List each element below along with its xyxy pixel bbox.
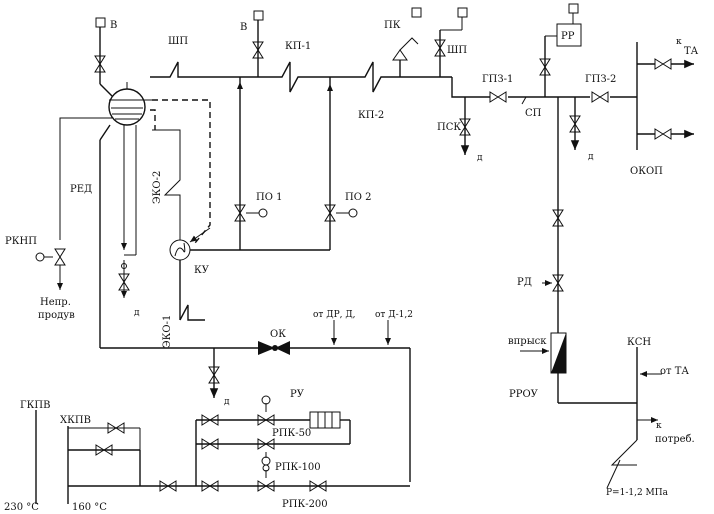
label-gkpv: ГКПВ (20, 400, 50, 411)
label-ku: КУ (194, 265, 210, 276)
label-khkpv: ХКПВ (60, 415, 91, 426)
label-kp1: КП-1 (285, 41, 311, 52)
label-psk: ПСК (437, 122, 461, 133)
po1-line (234, 77, 268, 250)
label-po1: ПО 1 (256, 192, 282, 203)
label-kp2: КП-2 (358, 110, 384, 121)
label-eko1: ЭКО-1 (162, 315, 173, 348)
label-d-psk: д (477, 153, 483, 163)
label-ru: РУ (290, 389, 305, 400)
label-rr: РР (561, 31, 575, 42)
label-ta-top: ТА (684, 46, 699, 57)
gpz2-drain (569, 97, 581, 150)
rrou-supply-line (542, 97, 564, 333)
label-ot-d12: от Д-1,2 (375, 310, 413, 320)
safety-valve-pk (392, 7, 422, 77)
label-rrou: РРОУ (509, 389, 539, 400)
label-rpk100: РПК-100 (275, 462, 321, 473)
label-v230: 230 °С (4, 502, 39, 513)
vent-mid (252, 10, 264, 77)
label-gpz2: ГПЗ-2 (585, 74, 616, 85)
main-steam-line (150, 42, 694, 150)
label-nepr: Непр. (40, 297, 71, 308)
vent-left (94, 17, 113, 97)
label-produv: продув (38, 310, 75, 321)
continuous-blowdown (35, 117, 112, 290)
label-ot-ta: от ТА (660, 366, 689, 377)
feedwater-line (100, 320, 411, 482)
label-eko2: ЭКО-2 (152, 171, 163, 204)
label-v160: 160 °С (72, 502, 107, 513)
vent-shp-right (434, 7, 468, 77)
label-vprysk: впрыск (508, 336, 547, 347)
label-v-mid: В (240, 22, 247, 33)
label-okop: ОКОП (630, 166, 663, 177)
rrou-unit (520, 332, 637, 404)
label-k-potreb: к (656, 421, 662, 431)
label-rd: РД (517, 277, 532, 288)
label-pressure: Р=1-1,2 МПа (606, 488, 669, 498)
label-d-ok: д (224, 397, 230, 407)
psk-drain (459, 97, 471, 155)
label-pk: ПК (384, 20, 401, 31)
label-red: РЕД (70, 184, 92, 195)
label-v-left: В (110, 20, 117, 31)
label-rpk200: РПК-200 (282, 499, 328, 510)
condensate-lines (35, 410, 410, 504)
label-po2: ПО 2 (345, 192, 371, 203)
boiler-drum (108, 82, 152, 126)
label-ot-dr: от ДР, Д, (313, 310, 356, 320)
label-shp-top: ШП (168, 36, 188, 47)
po2-line (324, 77, 358, 250)
pressure-regulator (539, 3, 582, 97)
label-ksn: КСН (627, 337, 651, 348)
label-sp: СП (525, 108, 542, 119)
label-rkip: РКНП (5, 236, 37, 247)
ksn-collector (606, 347, 662, 489)
ru-unit (195, 395, 351, 486)
label-potreb: потреб. (655, 434, 695, 445)
label-rpk50: РПК-50 (272, 428, 311, 439)
label-shp-right: ШП (447, 45, 467, 56)
label-gpz1: ГПЗ-1 (482, 74, 513, 85)
ku-heater (169, 227, 330, 321)
label-k-ta-top: к (676, 37, 682, 47)
label-d-left: д (134, 308, 140, 318)
label-ok: ОК (270, 329, 286, 340)
downcomer (99, 124, 137, 348)
label-d-gpz2: д (588, 152, 594, 162)
economizer-dashed (150, 99, 211, 244)
